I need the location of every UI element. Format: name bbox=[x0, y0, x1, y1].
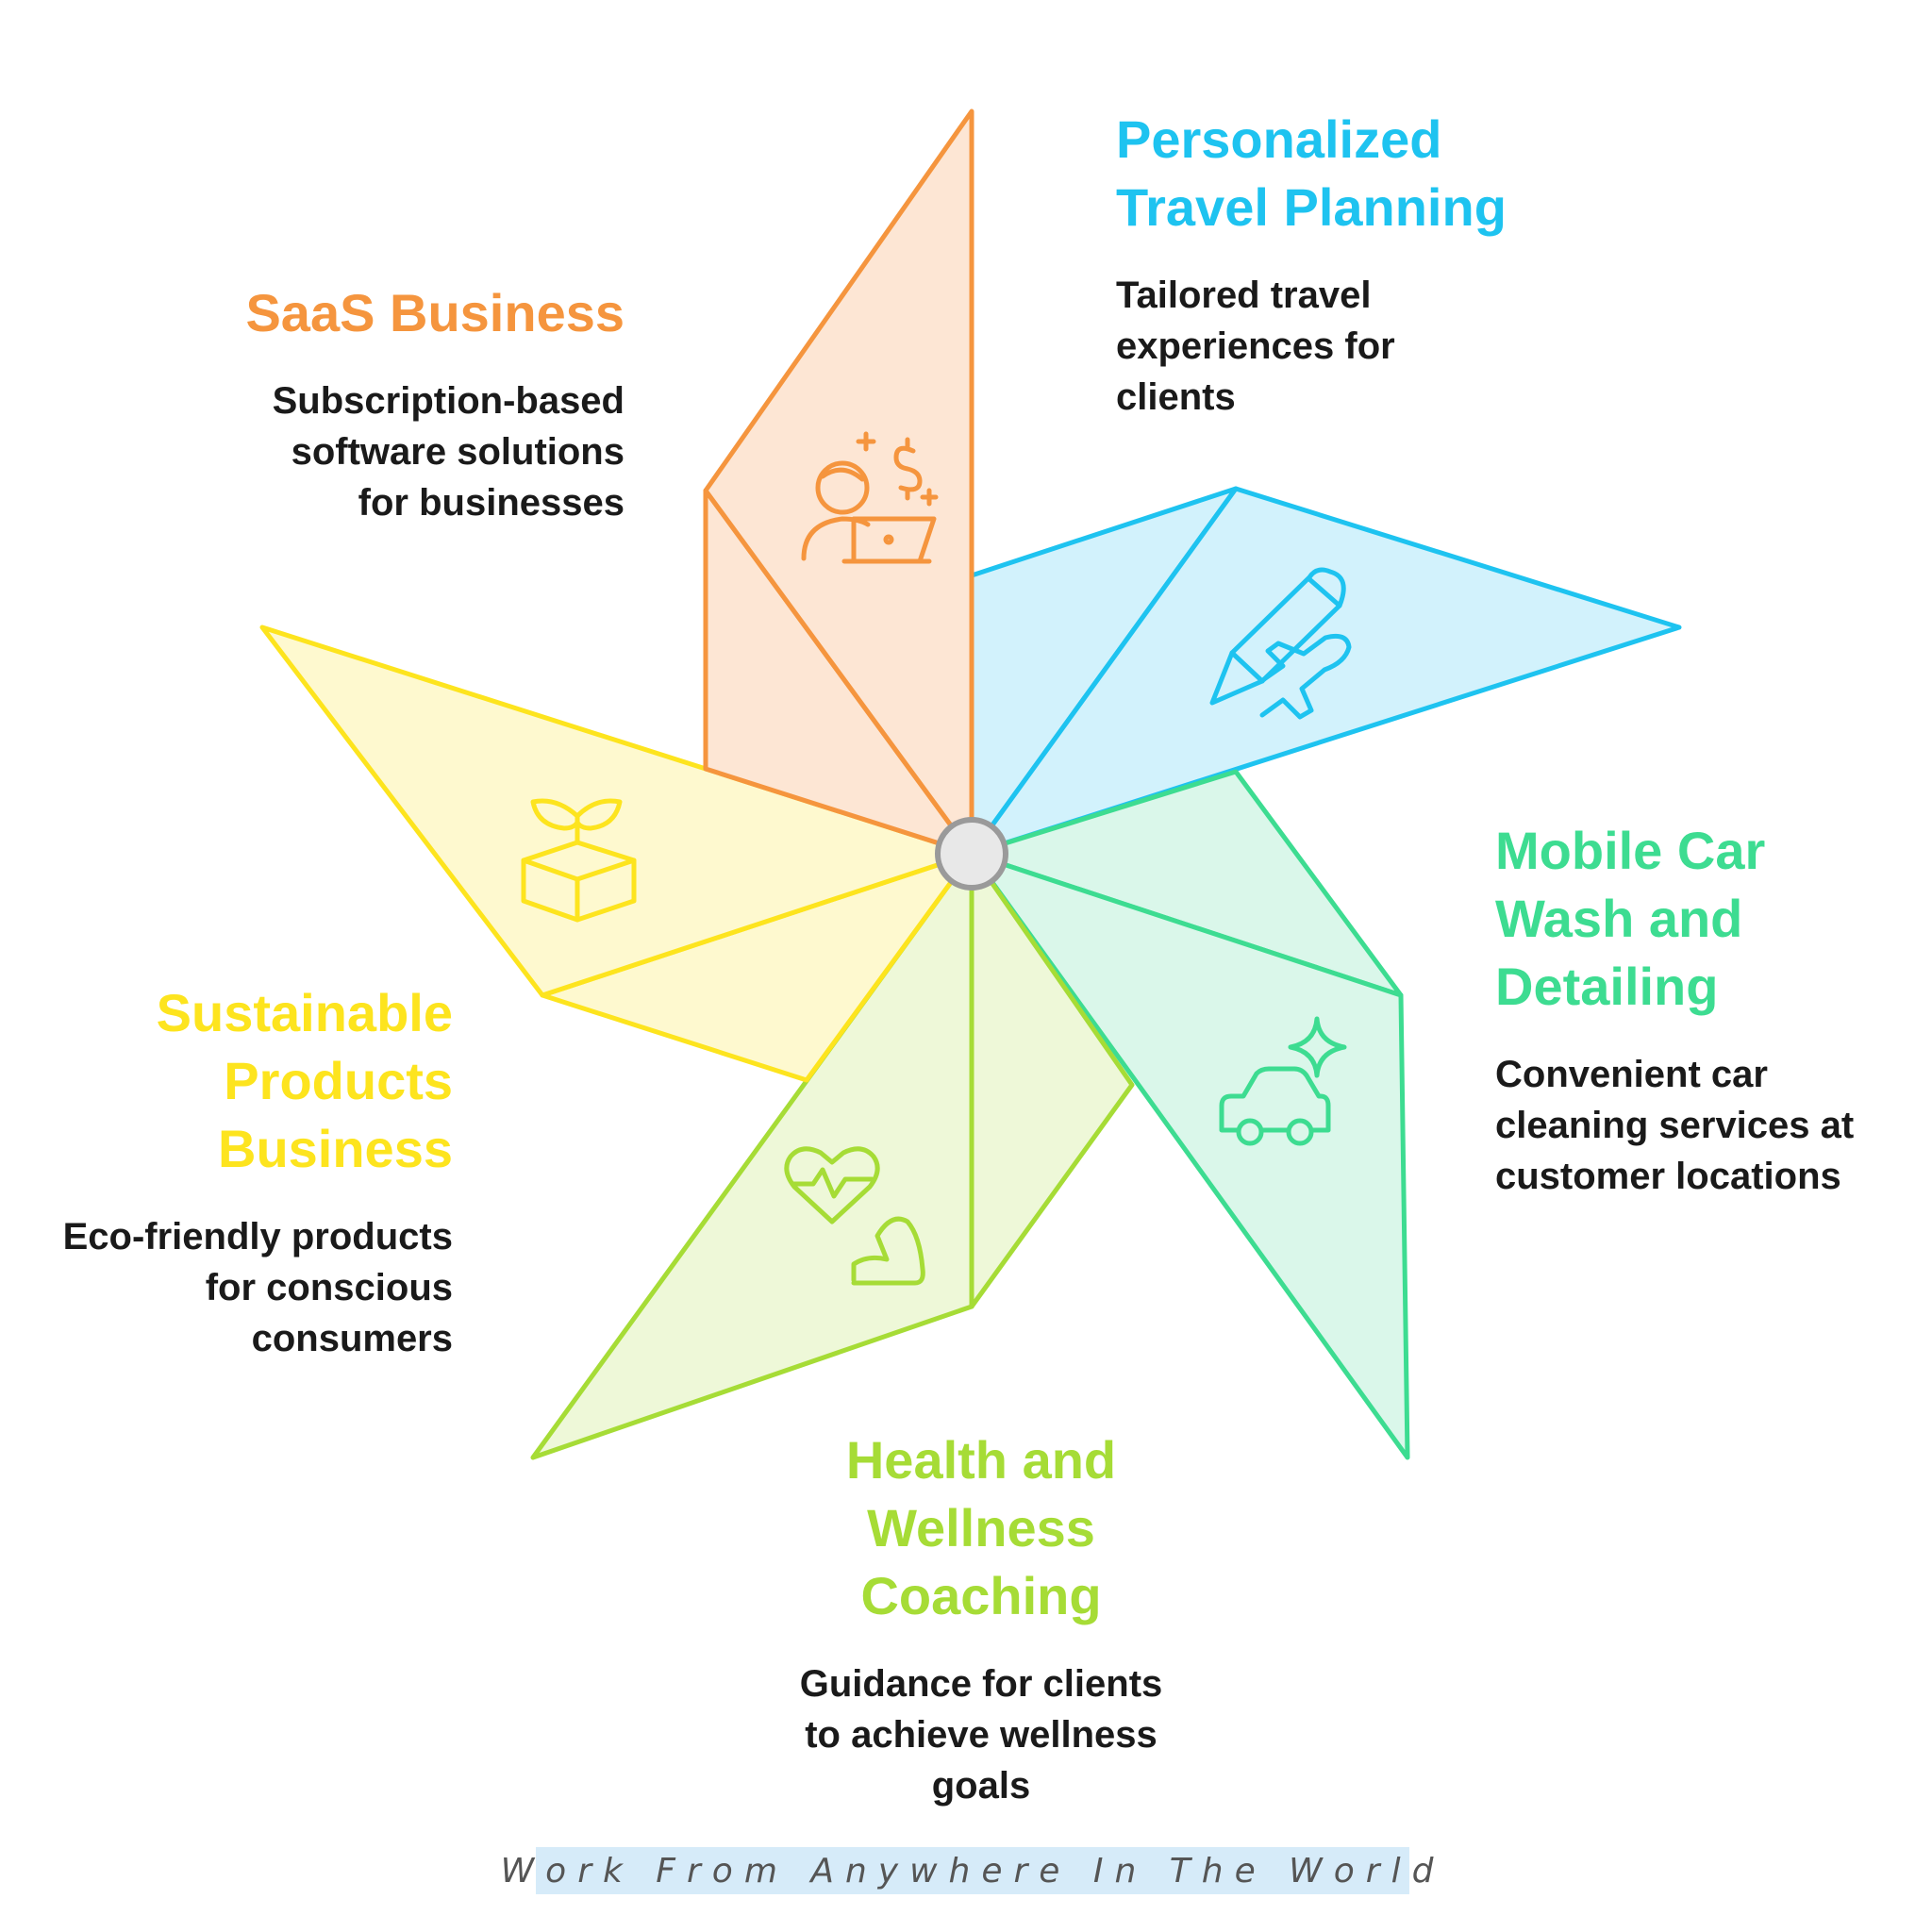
item-description: Tailored travel experiences for clients bbox=[1116, 275, 1395, 418]
item-description: Convenient car cleaning services at cust… bbox=[1495, 1054, 1855, 1197]
saas-laptop-icon bbox=[801, 431, 939, 564]
item-description: Eco-friendly products for conscious cons… bbox=[62, 1216, 453, 1359]
item-health-wellness: Health and Wellness Coaching Guidance fo… bbox=[726, 1426, 1236, 1811]
item-car-wash: Mobile Car Wash and Detailing Convenient… bbox=[1495, 817, 1854, 1202]
item-saas: SaaS Business Subscription-based softwar… bbox=[245, 279, 625, 528]
item-travel-planning: Personalized Travel Planning Tailored tr… bbox=[1116, 106, 1507, 423]
center-hub bbox=[935, 817, 1008, 891]
footer-text: Work From Anywhere In The World bbox=[500, 1851, 1445, 1890]
blade-car-wash bbox=[969, 769, 1410, 1460]
item-description: Subscription-based software solutions fo… bbox=[272, 380, 625, 524]
eco-box-icon bbox=[521, 798, 637, 923]
item-description: Guidance for clients to achieve wellness… bbox=[799, 1663, 1163, 1807]
item-sustainable-products: Sustainable Products Business Eco-friend… bbox=[63, 979, 453, 1364]
item-title: Sustainable Products Business bbox=[156, 983, 453, 1178]
car-sparkle-icon bbox=[1219, 1016, 1347, 1146]
item-title: SaaS Business bbox=[245, 283, 625, 342]
footer-banner: Work From Anywhere In The World bbox=[501, 1847, 1433, 1894]
item-title: Mobile Car Wash and Detailing bbox=[1495, 821, 1766, 1016]
travel-planning-icon bbox=[1209, 567, 1352, 720]
item-title: Personalized Travel Planning bbox=[1116, 109, 1507, 237]
item-title: Health and Wellness Coaching bbox=[845, 1430, 1117, 1625]
blade-saas bbox=[703, 108, 974, 857]
heart-muscle-icon bbox=[784, 1146, 925, 1286]
